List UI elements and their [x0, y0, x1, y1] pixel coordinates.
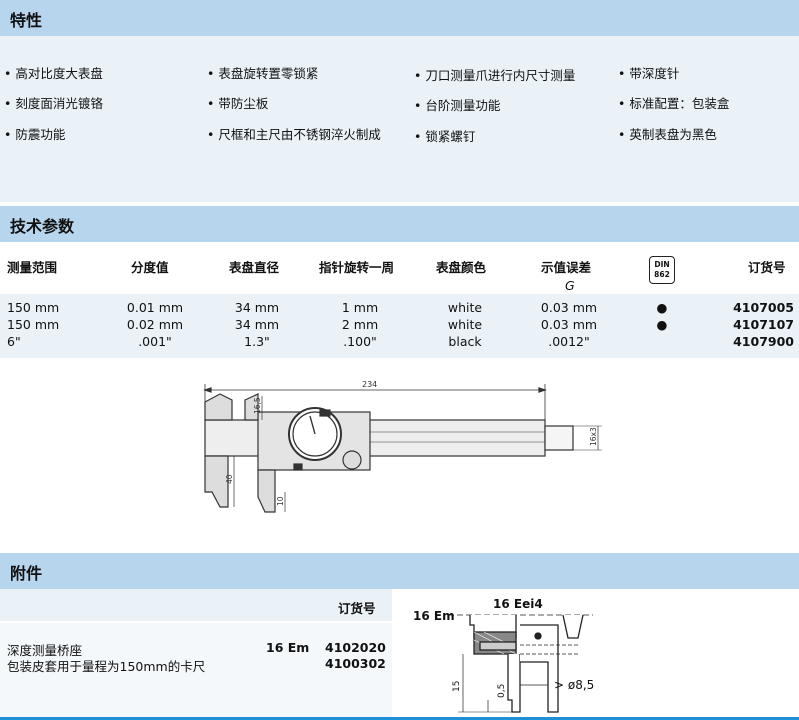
features-panel — [0, 36, 799, 202]
cell-resolution: 0.01 mm — [126, 300, 184, 315]
accessories-band: 附件 — [0, 553, 799, 589]
lower-slider-jaw — [257, 469, 276, 513]
upper-fixed-jaw — [204, 393, 233, 421]
header-dial-diameter: 表盘直径 — [229, 260, 280, 275]
din-badge: DIN 862 — [649, 256, 675, 284]
cell-per-rev: 1 mm — [341, 300, 379, 315]
din-badge-top: DIN — [654, 260, 670, 269]
accessory-name: 包装皮套用于量程为150mm的卡尺 — [7, 659, 206, 674]
depth-bridge-drawing: 16 Eei4 16 Em 15 0,5 > ø8,5 — [413, 597, 594, 713]
feature-item: • 刻度面消光镀铬 — [4, 96, 103, 111]
accessory-name: 深度测量桥座 — [7, 643, 83, 658]
caliper-beam — [204, 419, 546, 457]
bridge-diameter-label: > ø8,5 — [554, 678, 594, 692]
bridge-height-label: 15 — [452, 681, 462, 692]
cell-dial-diameter: 1.3" — [244, 334, 270, 349]
feature-item: • 刀口测量爪进行内尺寸测量 — [414, 68, 576, 83]
specs-header-panel — [0, 242, 799, 294]
cell-dial-diameter: 34 mm — [234, 300, 280, 315]
specs-band: 技术参数 — [0, 206, 799, 242]
blade-label: 10 — [276, 496, 285, 506]
accessory-order-no: 4102020 — [325, 640, 386, 655]
cell-din: ● — [656, 317, 668, 332]
header-resolution: 分度值 — [131, 260, 169, 275]
section-label: 16x3 — [589, 427, 598, 446]
length-label: 234 — [362, 380, 377, 389]
feature-item: • 尺框和主尺由不锈钢淬火制成 — [207, 127, 381, 142]
caliper-drawing: 234 16,5 40 10 16x3 — [203, 380, 602, 513]
cell-range: 150 mm — [7, 300, 60, 315]
cell-dial-color: black — [448, 334, 482, 349]
cell-error: .0012" — [548, 334, 590, 349]
cell-dial-color: white — [447, 317, 483, 332]
feature-item: • 英制表盘为黑色 — [618, 127, 717, 142]
bridge-blade — [507, 654, 521, 713]
cell-error: 0.03 mm — [540, 300, 598, 315]
accessory-order-no: 4100302 — [325, 656, 386, 671]
header-order-no: 订货号 — [748, 260, 786, 275]
cell-order-no: 4107900 — [733, 334, 794, 349]
jaw-depth-label: 40 — [225, 474, 234, 484]
feature-item: • 防震功能 — [4, 127, 66, 142]
cell-resolution: .001" — [138, 334, 172, 349]
cell-resolution: 0.02 mm — [126, 317, 184, 332]
header-error: 示值误差 — [541, 260, 592, 275]
header-per-revolution: 指针旋转一周 — [319, 260, 395, 275]
header-range: 测量范围 — [7, 260, 58, 275]
cell-per-rev: 2 mm — [341, 317, 379, 332]
accessories-body-panel — [0, 623, 392, 718]
bridge-label-top: 16 Eei4 — [493, 597, 543, 611]
header-error-sub: G — [565, 278, 575, 293]
feature-item: • 锁紧螺钉 — [414, 129, 476, 144]
feature-item: • 标准配置：包装盒 — [618, 96, 730, 111]
cell-error: 0.03 mm — [540, 317, 598, 332]
specs-title: 技术参数 — [10, 217, 75, 236]
feature-item: • 台阶测量功能 — [414, 98, 501, 113]
jaw-top-label: 16,5 — [253, 397, 262, 414]
cell-range: 150 mm — [7, 317, 60, 332]
bridge-offset-label: 0,5 — [497, 684, 507, 698]
specs-body-panel — [0, 294, 799, 358]
cell-dial-diameter: 34 mm — [234, 317, 280, 332]
cell-per-rev: .100" — [343, 334, 377, 349]
cell-dial-color: white — [447, 300, 483, 315]
header-dial-color: 表盘颜色 — [436, 260, 487, 275]
feature-item: • 带深度针 — [618, 66, 680, 81]
bottom-accent-line — [0, 717, 799, 720]
accessories-order-header: 订货号 — [338, 601, 376, 616]
feature-item: • 高对比度大表盘 — [4, 66, 103, 81]
cell-order-no: 4107107 — [733, 317, 794, 332]
accessories-header-panel — [0, 589, 392, 621]
bridge-label-left: 16 Em — [413, 609, 455, 623]
features-title: 特性 — [10, 11, 43, 30]
accessory-code: 16 Em — [266, 640, 310, 655]
lower-fixed-jaw — [204, 455, 229, 508]
thumb-wheel — [342, 450, 362, 470]
cell-order-no: 4107005 — [733, 300, 794, 315]
feature-item: • 表盘旋转置零锁紧 — [207, 66, 319, 81]
din-badge-bottom: 862 — [654, 270, 670, 279]
feature-item: • 带防尘板 — [207, 96, 269, 111]
cell-din: ● — [656, 300, 668, 315]
cell-range: 6" — [7, 334, 21, 349]
features-band: 特性 — [0, 0, 799, 36]
accessories-title: 附件 — [10, 564, 43, 583]
